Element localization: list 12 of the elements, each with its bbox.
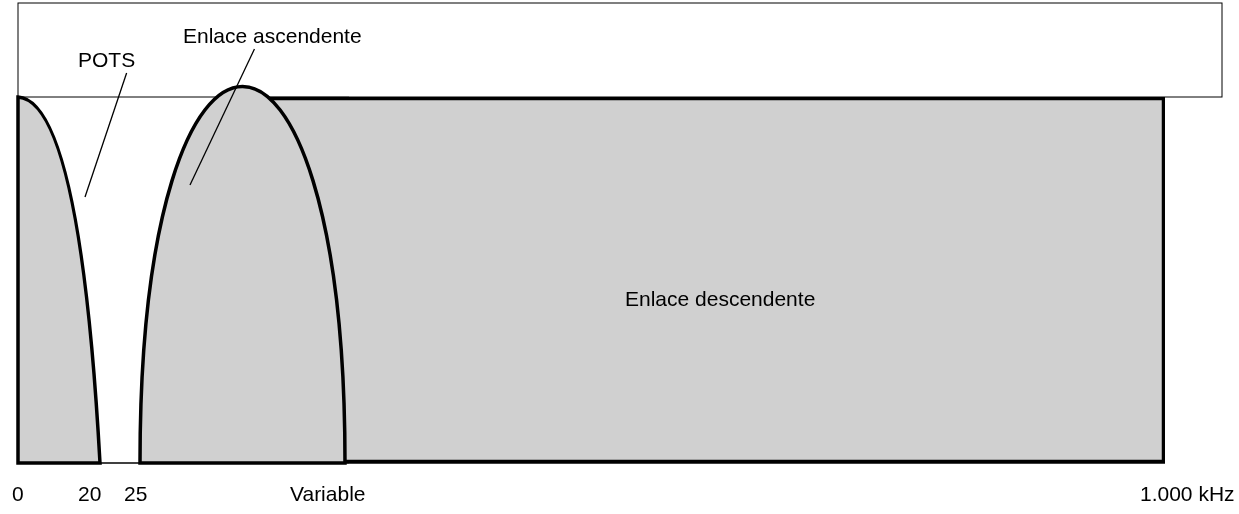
axis-tick-label: 0 bbox=[12, 482, 24, 506]
spectrum-lobe bbox=[16, 95, 104, 465]
axis-tick-label: 20 bbox=[78, 482, 102, 506]
leader-line bbox=[84, 72, 128, 198]
band-label: Enlace ascendente bbox=[183, 24, 362, 48]
axis-tick-label: 1.000 kHz bbox=[1140, 482, 1235, 506]
leader-line bbox=[189, 48, 256, 186]
band-label: POTS bbox=[78, 48, 136, 72]
spectrum-band bbox=[349, 97, 1165, 463]
band-label: Enlace descendente bbox=[625, 287, 816, 311]
axis-tick-label: 25 bbox=[124, 482, 148, 506]
axis-tick-label: Variable bbox=[290, 482, 366, 506]
